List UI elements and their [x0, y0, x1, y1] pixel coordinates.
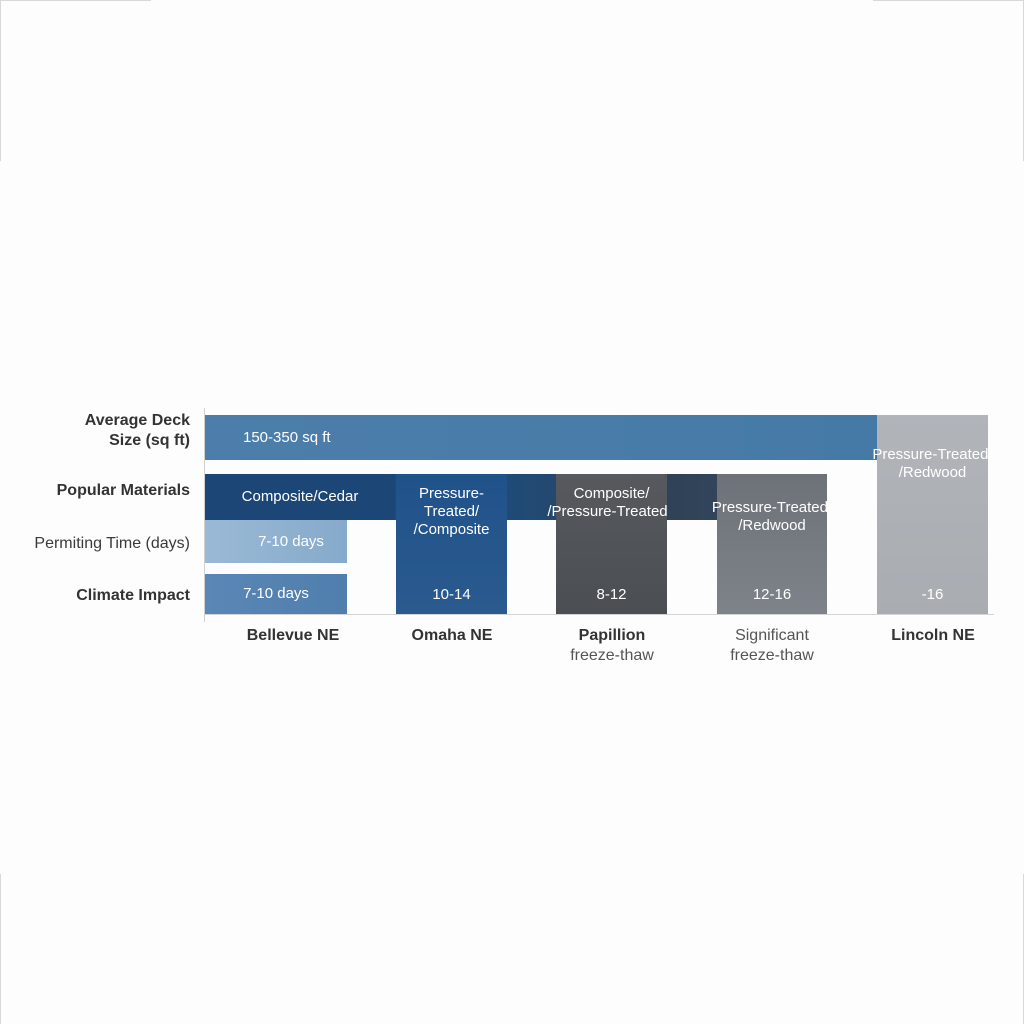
bar-bellevue-permitting: 7-10 days	[205, 520, 347, 563]
row-label-climate: Climate Impact	[76, 587, 190, 604]
row-label-line: Size (sq ft)	[109, 432, 190, 449]
bar-deck-size: 150-350 sq ft	[205, 415, 877, 460]
bar-label: Pressure-Treated/	[418, 485, 485, 520]
x-axis	[204, 614, 994, 615]
bar-label: Pressure-Treated/	[711, 499, 833, 516]
bar-label: 150-350 sq ft	[243, 429, 331, 446]
bar-label: Composite/	[573, 485, 650, 502]
bar-value: 10-14	[432, 586, 471, 603]
frame-corner	[0, 0, 151, 161]
x-label-main: Bellevue NE	[246, 627, 340, 644]
row-label-materials: Popular Materials	[56, 482, 190, 499]
bar-bellevue-climate: 7-10 days	[205, 574, 347, 614]
bar-omaha: Pressure-Treated/ /Composite 10-14	[396, 474, 507, 614]
y-axis	[204, 408, 205, 622]
bar-label: Composite/Cedar	[241, 488, 359, 505]
x-label-main: Papillion	[578, 627, 646, 644]
bar-label: 7-10 days	[258, 533, 324, 550]
bar-bellevue-materials: Composite/Cedar	[205, 474, 395, 520]
bar-label: /Redwood	[738, 517, 806, 534]
row-label-deck-size: Average Deck Size (sq ft)	[85, 411, 190, 451]
x-label-bellevue: Bellevue NE	[213, 626, 373, 646]
row-label-line: Average Deck	[84, 412, 190, 429]
bar-papillion: Composite/ /Pressure-Treated 8-12	[547, 474, 668, 614]
x-label-papillion: Papillion freeze-thaw	[532, 626, 692, 666]
x-label-main: Lincoln NE	[891, 627, 975, 644]
frame-corner	[0, 874, 151, 1024]
x-label-omaha: Omaha NE	[372, 626, 532, 646]
bar-value: -16	[921, 586, 944, 603]
x-label-main: Omaha NE	[411, 627, 493, 644]
x-label-lincoln: Lincoln NE	[853, 626, 1013, 646]
bar-value: 8-12	[596, 586, 627, 603]
bar-label: 7-10 days	[243, 585, 309, 602]
bar-label: Pressure-Treated/	[872, 446, 993, 463]
bar-lincoln: Pressure-Treated/ /Redwood -16	[872, 415, 993, 614]
x-label-sub: freeze-thaw	[730, 647, 814, 664]
row-label-permitting: Permiting Time (days)	[34, 535, 190, 552]
bar-label: /Redwood	[898, 464, 967, 481]
x-label-sub: freeze-thaw	[570, 647, 654, 664]
x-label-significant: Significant freeze-thaw	[692, 626, 852, 666]
bar-significant: Pressure-Treated/ /Redwood 12-16	[712, 474, 832, 614]
bar-label: /Pressure-Treated	[547, 503, 668, 520]
bar-value: 12-16	[752, 586, 792, 603]
x-label-sub: Significant	[735, 627, 809, 644]
bar-label: /Composite	[413, 521, 490, 538]
